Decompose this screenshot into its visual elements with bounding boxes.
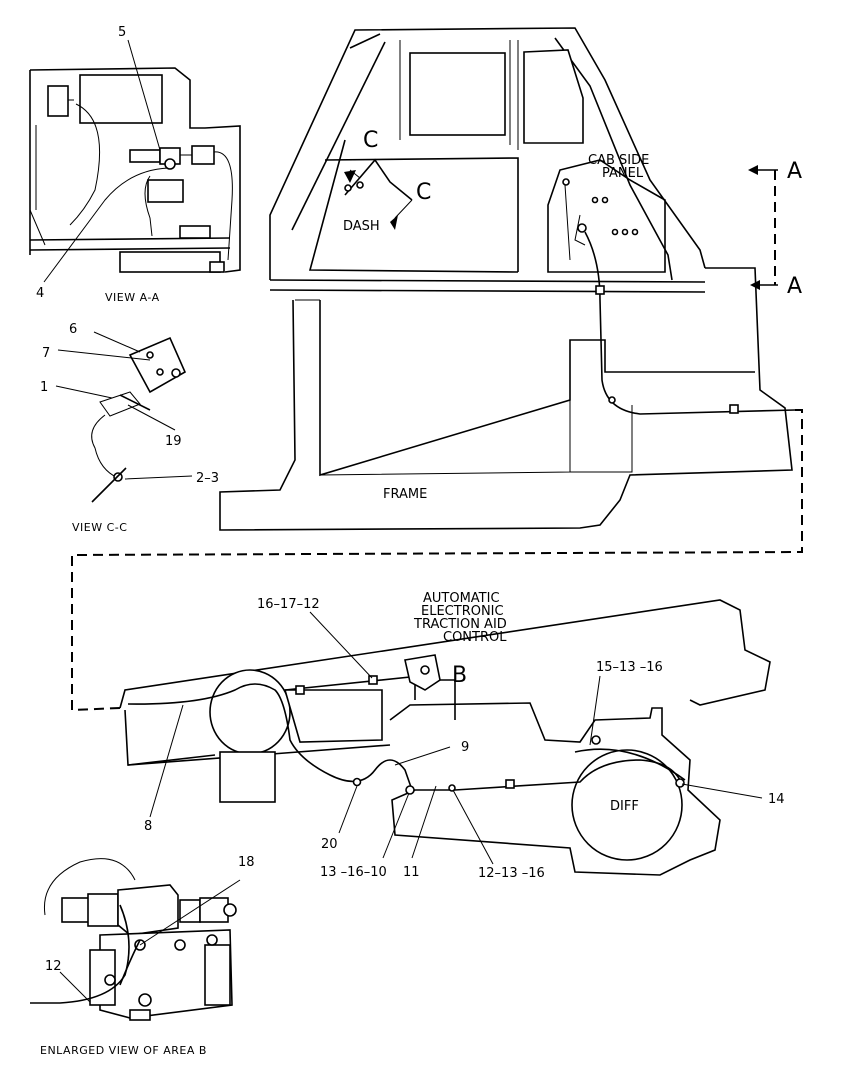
section-a-bottom: A [787,274,802,299]
frame-label: FRAME [383,487,427,502]
section-c-top: C [363,128,378,153]
control-label-line-1: AUTOMATIC [423,591,500,606]
callout-12-13-16: 12–13 –16 [478,866,545,881]
control-label-line-3: TRACTION AID [413,617,507,632]
callout-7: 7 [42,346,50,361]
callout-18: 18 [238,855,255,870]
callout-2-3: 2–3 [196,471,219,486]
cab-and-frame [219,27,796,531]
callout-20: 20 [321,837,338,852]
cab-side-panel-line-2: PANEL [602,166,644,181]
callout-1: 1 [40,380,48,395]
view-aa-inset [29,39,241,283]
section-c-bottom: C [416,180,431,205]
section-b-label: B [452,663,467,688]
section-a-top: A [787,159,802,184]
callout-19: 19 [165,434,182,449]
drivetrain-assembly [119,599,771,876]
view-cc-label: VIEW C-C [72,521,127,534]
callout-6: 6 [69,322,77,337]
dash-label: DASH [343,219,380,234]
cab-side-panel-line-1: CAB SIDE [588,153,649,168]
callout-16-17-12: 16–17–12 [257,597,320,612]
enlarged-area-b [30,858,241,1021]
callout-12: 12 [45,959,62,974]
callout-5: 5 [118,25,126,40]
callout-9: 9 [461,740,469,755]
view-aa-label: VIEW A-A [105,291,160,304]
harness-connector-line [71,409,803,712]
callout-15-13-16: 15–13 –16 [596,660,663,675]
callout-11: 11 [403,865,420,880]
view-cc-inset [55,331,193,503]
control-label-line-4: CONTROL [443,630,507,645]
callout-14: 14 [768,792,785,807]
callout-8: 8 [144,819,152,834]
control-label-line-2: ELECTRONIC [421,604,504,619]
enlarged-view-label: ENLARGED VIEW OF AREA B [40,1044,207,1057]
callout-4: 4 [36,286,44,301]
callout-13-16-10: 13 –16–10 [320,865,387,880]
diff-label: DIFF [610,799,639,814]
